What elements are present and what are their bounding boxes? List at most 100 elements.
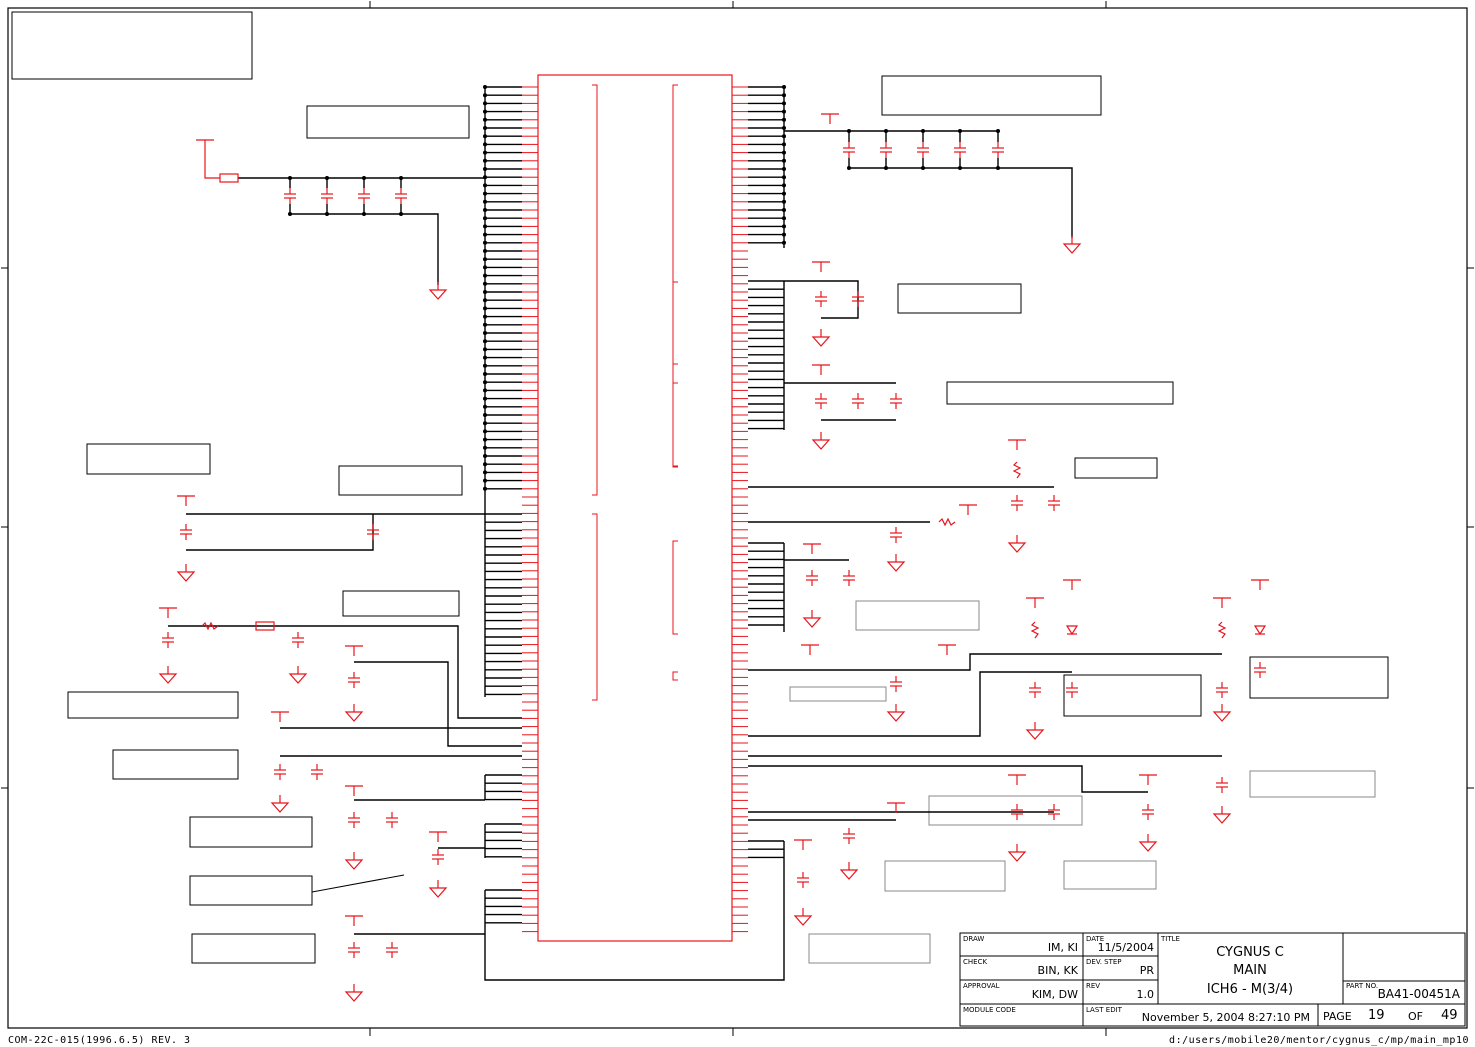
ferrite-bead bbox=[219, 173, 239, 183]
note-boxes bbox=[789, 600, 1376, 964]
junction-dot bbox=[782, 109, 786, 114]
junction-dot bbox=[483, 257, 487, 262]
junction-dot bbox=[782, 224, 786, 229]
junction-dot bbox=[483, 167, 487, 171]
junction-dot bbox=[884, 166, 888, 170]
junction-dot bbox=[483, 421, 487, 426]
junction-dot bbox=[483, 191, 487, 196]
ground-symbol bbox=[886, 711, 906, 722]
ground-symbol bbox=[1025, 729, 1045, 740]
ground-symbol bbox=[176, 571, 196, 582]
junction-dot bbox=[483, 404, 487, 409]
ground-symbol bbox=[1212, 711, 1232, 722]
ground-symbol bbox=[802, 617, 822, 628]
junction-dot bbox=[782, 93, 786, 98]
ground-symbol bbox=[270, 802, 290, 813]
wire bbox=[290, 213, 439, 285]
junction-dot bbox=[483, 486, 487, 491]
junction-dot bbox=[847, 166, 851, 170]
junction-dot bbox=[483, 249, 487, 253]
dev-step-value: PR bbox=[1139, 964, 1154, 977]
form-code: COM-22C-015(1996.6.5) REV. 3 bbox=[8, 1035, 191, 1046]
module-code-label: MODULE CODE bbox=[963, 1006, 1016, 1014]
junction-dot bbox=[362, 176, 366, 180]
junction-dot bbox=[483, 183, 487, 188]
info-box bbox=[11, 11, 253, 80]
diode bbox=[1065, 625, 1079, 636]
total-pages: 49 bbox=[1441, 1008, 1458, 1023]
resistor bbox=[1012, 461, 1022, 479]
junction-dot bbox=[483, 158, 487, 163]
junction-dot bbox=[483, 339, 487, 344]
approval-value: KIM, DW bbox=[1031, 988, 1078, 1001]
junction-dot bbox=[483, 150, 487, 155]
junction-dot bbox=[847, 129, 851, 133]
junction-dot bbox=[483, 93, 487, 98]
ich6-chip bbox=[537, 74, 733, 942]
junction-dot bbox=[483, 462, 487, 467]
sheet-border bbox=[7, 7, 1468, 1029]
wire bbox=[748, 653, 1222, 671]
date-label: DATE bbox=[1086, 935, 1105, 943]
junction-dot bbox=[483, 470, 487, 475]
junction-dot bbox=[483, 445, 487, 450]
components bbox=[158, 113, 1269, 1002]
ground-symbol bbox=[811, 336, 831, 347]
junction-dot bbox=[782, 158, 786, 163]
ground-symbol bbox=[886, 561, 906, 572]
junction-dot bbox=[782, 191, 786, 196]
junction-dot bbox=[996, 129, 1000, 133]
wires bbox=[168, 86, 1222, 981]
junction-dot bbox=[483, 85, 487, 89]
ground-symbol bbox=[158, 673, 178, 684]
junction-dot bbox=[483, 347, 487, 352]
last-edit-label: LAST EDIT bbox=[1086, 1006, 1122, 1014]
wire bbox=[784, 280, 859, 319]
junction-dot bbox=[483, 290, 487, 294]
wire bbox=[186, 514, 374, 551]
junction-dot bbox=[288, 176, 292, 180]
leader-line bbox=[311, 874, 405, 893]
junction-dot bbox=[483, 199, 487, 204]
junction-dot bbox=[483, 134, 487, 139]
ground-symbol bbox=[1138, 841, 1158, 852]
resistor bbox=[938, 517, 956, 527]
ground-symbol bbox=[344, 991, 364, 1002]
junction-dot bbox=[399, 176, 403, 180]
resistor bbox=[201, 621, 219, 631]
junction-dot bbox=[483, 281, 487, 286]
junction-dot bbox=[782, 175, 786, 180]
junction-dot bbox=[483, 355, 487, 360]
junction-dot bbox=[782, 183, 786, 188]
junction-dot bbox=[483, 388, 487, 393]
junction-dot bbox=[483, 117, 487, 122]
check-value: BIN, KK bbox=[1037, 964, 1078, 977]
junction-dot bbox=[884, 129, 888, 133]
check-label: CHECK bbox=[963, 958, 988, 966]
junction-dot bbox=[483, 232, 487, 237]
wire bbox=[484, 841, 785, 981]
rev-label: REV bbox=[1086, 982, 1101, 990]
junction-dot bbox=[483, 273, 487, 278]
junction-dot bbox=[483, 331, 487, 335]
rev-value: 1.0 bbox=[1136, 988, 1155, 1001]
junction-dot bbox=[921, 129, 925, 133]
wire bbox=[168, 625, 522, 719]
junction-dot bbox=[483, 372, 487, 376]
page-label: PAGE bbox=[1323, 1010, 1352, 1023]
junction-dot bbox=[782, 199, 786, 204]
junction-dots bbox=[288, 85, 1000, 491]
dev-step-label: DEV. STEP bbox=[1086, 958, 1122, 966]
junction-dot bbox=[483, 224, 487, 229]
junction-dot bbox=[782, 85, 786, 89]
wire bbox=[849, 167, 1073, 238]
junction-dot bbox=[483, 175, 487, 180]
junction-dot bbox=[483, 306, 487, 311]
last-edit-value: November 5, 2004 8:27:10 PM bbox=[1141, 1011, 1310, 1024]
junction-dot bbox=[782, 126, 786, 130]
ground-symbol bbox=[793, 915, 813, 926]
junction-dot bbox=[782, 117, 786, 122]
ground-symbol bbox=[344, 859, 364, 870]
junction-dot bbox=[325, 212, 329, 216]
